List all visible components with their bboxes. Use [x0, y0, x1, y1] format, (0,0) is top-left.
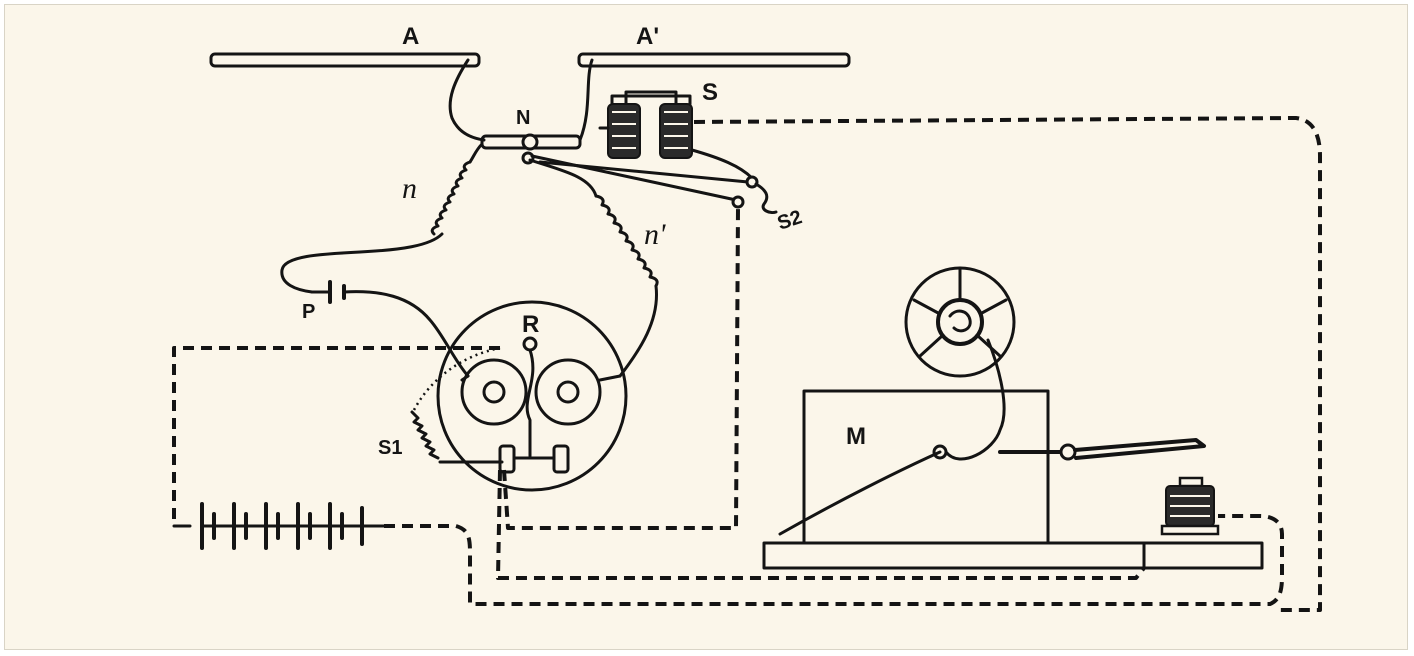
dashed-circuit-relay-battery	[172, 346, 500, 526]
plate-a-prime	[577, 52, 851, 68]
contact-s2	[530, 148, 778, 214]
label-resistance-s1: S1	[378, 437, 402, 459]
wire-plate-a	[448, 58, 486, 142]
label-relay-magnet-s: S	[702, 79, 718, 106]
dashed-circuit-battery-bottom	[384, 514, 1284, 606]
label-relay-r: R	[522, 311, 539, 338]
coil-n-prime	[528, 158, 659, 378]
label-morse-m: M	[846, 423, 866, 450]
wire-plate-a-prime	[578, 58, 594, 142]
label-cell-p: P	[302, 301, 315, 323]
label-coil-n: n	[402, 172, 417, 205]
battery	[172, 502, 386, 550]
relay-r	[436, 300, 628, 492]
plate-a	[209, 52, 481, 68]
label-coil-n-prime: n'	[644, 218, 666, 251]
morse-recorder-m	[762, 266, 1264, 570]
cell-p	[310, 280, 470, 378]
label-plate-a: A	[402, 23, 419, 50]
dashed-circuit-magnet-return	[693, 116, 1322, 612]
dashed-circuit-relay-morse	[496, 469, 1146, 580]
relay-magnet-s	[598, 90, 693, 159]
resistance-s1	[410, 346, 504, 464]
coherer-n	[480, 133, 582, 165]
label-coherer-n: N	[516, 107, 530, 129]
dashed-circuit-relay-contact	[502, 207, 740, 530]
coil-n	[280, 142, 484, 294]
label-plate-a-prime: A'	[636, 23, 659, 50]
label-contact-s2: S2	[775, 206, 805, 234]
